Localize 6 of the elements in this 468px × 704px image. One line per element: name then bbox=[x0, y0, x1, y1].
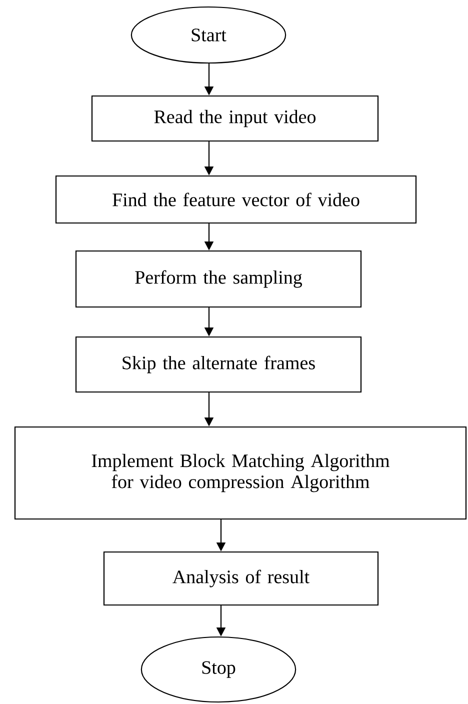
process-box: Perform the sampling bbox=[75, 250, 362, 308]
process-box: Find the feature vector of video bbox=[55, 175, 417, 224]
process-box: Analysis of result bbox=[103, 551, 379, 606]
process-box: Implement Block Matching Algorithm for video compression Algorithm bbox=[14, 426, 467, 520]
process-box: Read the input video bbox=[91, 95, 379, 142]
process-box: Skip the alternate frames bbox=[75, 336, 362, 393]
